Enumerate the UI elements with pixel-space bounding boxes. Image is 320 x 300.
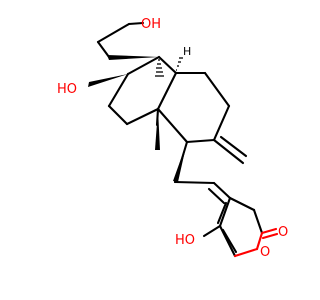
substituent-bonds bbox=[96, 21, 248, 205]
ring-b-bonds bbox=[156, 71, 231, 144]
wedge-bond bbox=[173, 142, 187, 182]
wedge-bond bbox=[107, 55, 159, 60]
stereo-bonds bbox=[88, 55, 187, 182]
hash-bond bbox=[155, 59, 164, 77]
wedge-bond bbox=[88, 74, 128, 87]
atom-label-o-carbonyl: O bbox=[278, 225, 288, 240]
atom-label-ho-left: HO bbox=[57, 82, 77, 97]
ring-a-bonds bbox=[107, 55, 178, 126]
furanone-ring-bonds bbox=[202, 196, 279, 258]
hash-bond bbox=[176, 57, 183, 71]
atom-label-oh-top: OH bbox=[141, 17, 161, 32]
wedge-bond bbox=[155, 109, 160, 150]
atom-label-o-ring: O bbox=[260, 245, 270, 260]
atom-label-ho-enol: HO bbox=[175, 233, 195, 248]
chemical-structure-diagram: OH HO H HO O O bbox=[57, 17, 288, 260]
atom-label-h-junction: H bbox=[183, 45, 191, 58]
